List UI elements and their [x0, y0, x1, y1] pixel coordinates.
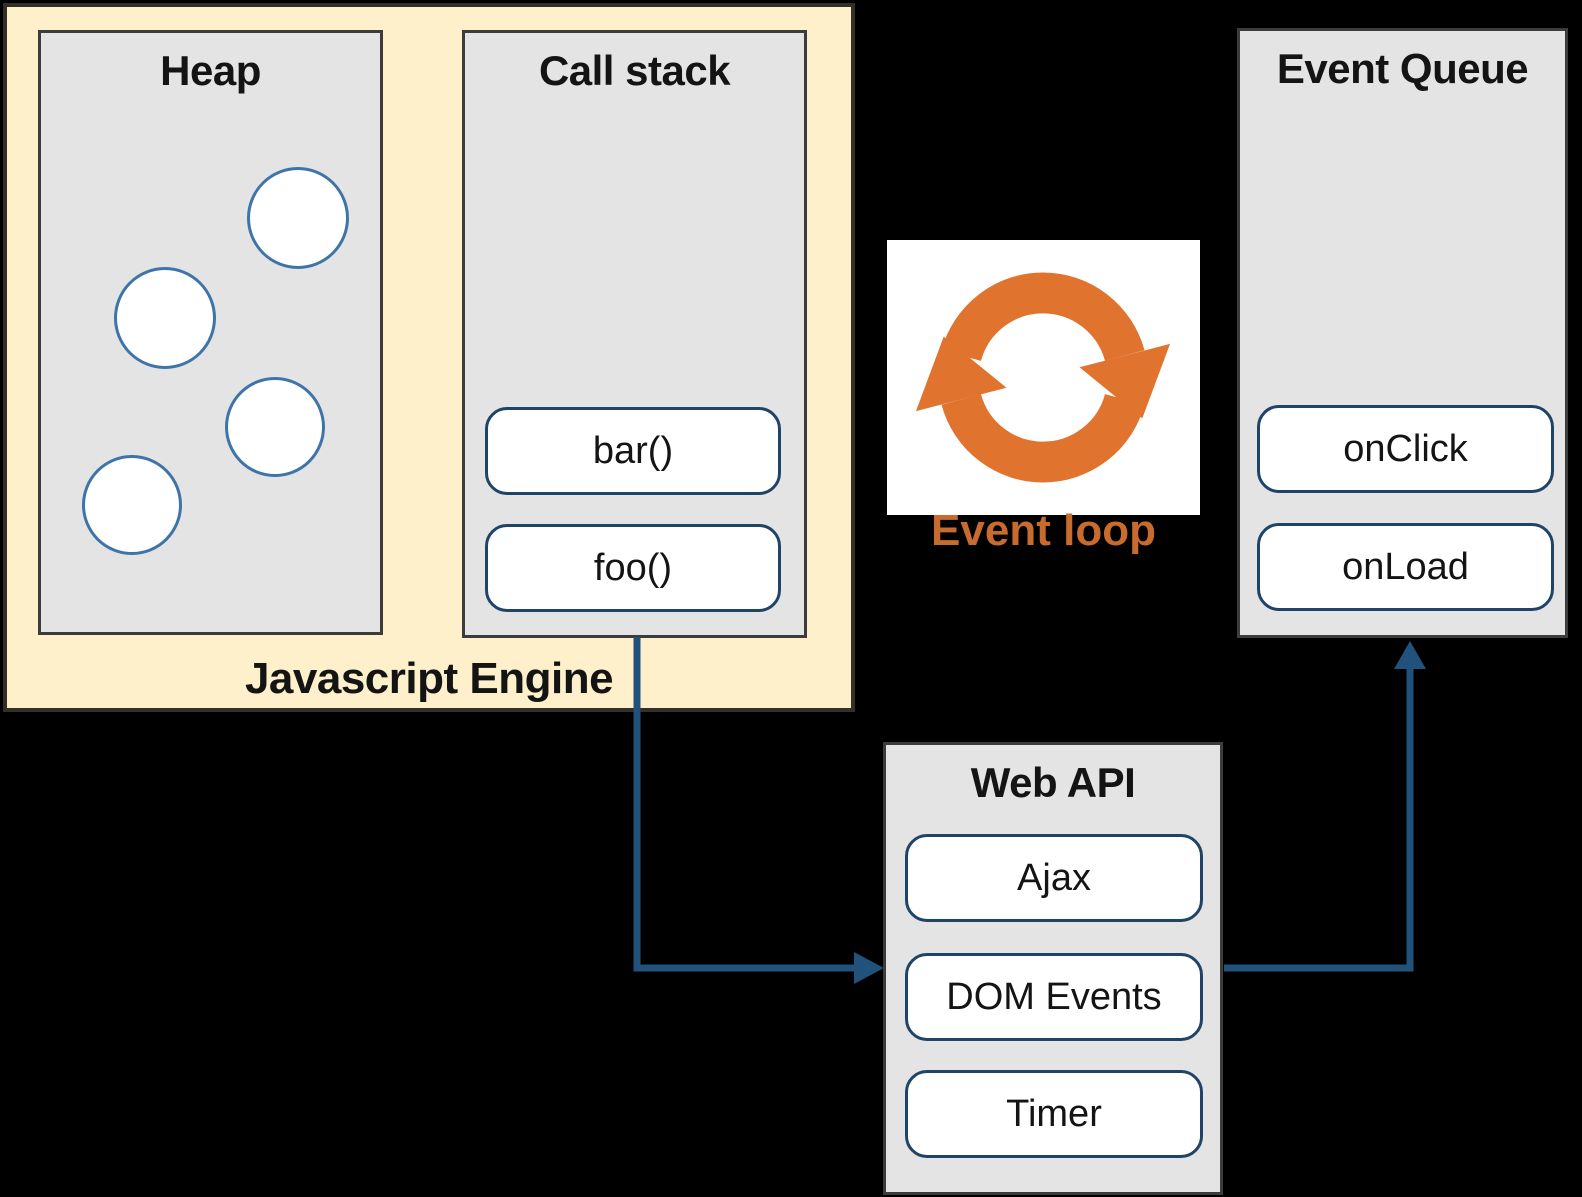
web-api-item-dom-events: DOM Events: [905, 953, 1203, 1041]
call-stack-title: Call stack: [538, 47, 731, 94]
stack-frame-foo: foo(): [485, 524, 781, 612]
web-api-to-event-queue-arrow: [1224, 641, 1426, 972]
heap-object-circle: [247, 167, 349, 269]
heap-title: Heap: [160, 47, 261, 94]
event-loop-label: Event loop: [931, 506, 1156, 555]
heap-box: Heap: [38, 30, 383, 635]
heap-object-circle: [114, 267, 216, 369]
javascript-engine-label: Javascript Engine: [244, 654, 614, 703]
call-stack-box: Call stack bar() foo(): [462, 30, 807, 638]
heap-object-circle: [82, 455, 182, 555]
event-queue-item-onclick: onClick: [1257, 405, 1554, 493]
event-queue-title: Event Queue: [1276, 45, 1529, 92]
web-api-box: Web API Ajax DOM Events Timer: [883, 742, 1223, 1195]
cycle-arrows-icon: [915, 272, 1171, 483]
heap-object-circle: [225, 377, 325, 477]
web-api-title: Web API: [970, 759, 1136, 806]
event-queue-box: Event Queue onClick onLoad: [1237, 28, 1568, 638]
event-loop-panel: [887, 240, 1200, 515]
web-api-item-timer: Timer: [905, 1070, 1203, 1158]
event-queue-item-onload: onLoad: [1257, 523, 1554, 611]
stack-frame-bar: bar(): [485, 407, 781, 495]
javascript-engine-panel: Heap Call stack bar() foo() Javascript E…: [3, 3, 855, 712]
web-api-item-ajax: Ajax: [905, 834, 1203, 922]
